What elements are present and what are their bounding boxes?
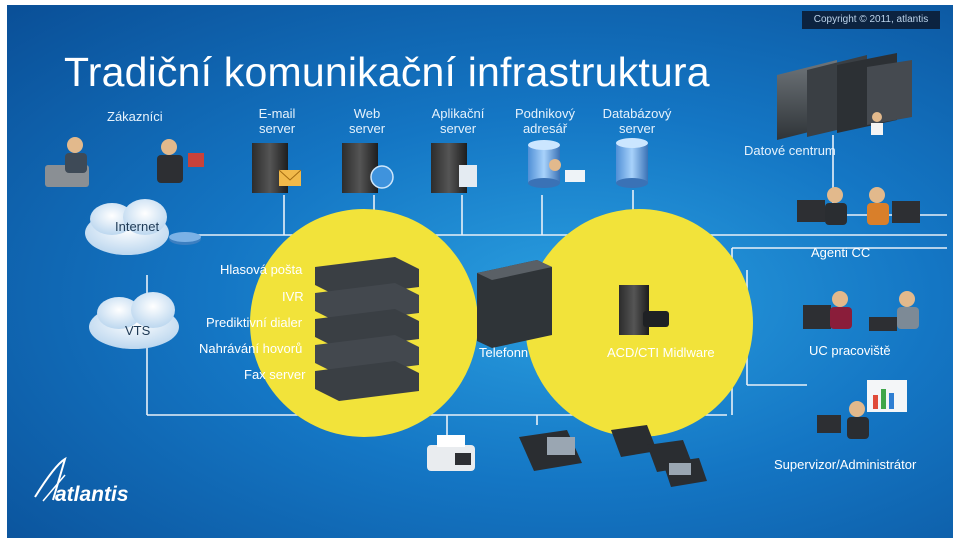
fax-icon (427, 435, 475, 471)
pbx-label: Telefonní ústředna (479, 345, 529, 360)
dialer-label: Prediktivní dialer (206, 315, 303, 330)
datacenter-racks-icon (777, 53, 912, 140)
uc-label: UC pracoviště (809, 343, 891, 358)
acd-server-icon (619, 285, 669, 335)
web-server-icon (342, 143, 394, 193)
slide: Copyright © 2011, atlantis Tradiční komu… (7, 5, 953, 538)
internet-cloud-icon (85, 199, 201, 255)
email-server-icon (252, 143, 302, 193)
uc-workplaces-icon (803, 291, 919, 331)
agents-icon (797, 187, 920, 225)
vts-label: VTS (125, 323, 151, 338)
desk-phone-icon (519, 430, 582, 471)
datacenter-label: Datové centrum (744, 143, 836, 158)
page-title: Tradiční komunikační infrastruktura (64, 49, 710, 95)
agents-label: Agenti CC (811, 245, 871, 260)
copyright-text: Copyright © 2011, atlantis (802, 11, 940, 29)
database-icon (616, 138, 648, 188)
voicemail-label: Hlasová pošta (220, 262, 303, 277)
fax-server-label: Fax server (244, 367, 306, 382)
internet-label: Internet (115, 219, 160, 234)
ivr-label: IVR (282, 289, 304, 304)
rack-stack-icon (315, 257, 419, 401)
directory-db-icon (528, 140, 585, 188)
customers-label: Zákazníci (107, 109, 163, 124)
supervisor-icon (817, 380, 907, 439)
customer-person-laptop-icon (45, 137, 89, 187)
customer-person-phone-icon (157, 139, 204, 183)
atlantis-logo-text: atlantis (55, 483, 129, 506)
supervisor-label: Supervizor/Administrátor (774, 457, 917, 472)
recording-label: Nahrávání hovorů (199, 341, 303, 356)
app-server-icon (431, 143, 477, 193)
pbx-icon (477, 260, 552, 348)
ip-phones-icon (611, 425, 707, 487)
diagram-canvas (34, 53, 947, 502)
atlantis-logo-icon (34, 456, 67, 502)
line-datacenter (832, 135, 947, 216)
acd-label: ACD/CTI Midlware (607, 345, 715, 360)
vts-cloud-icon (89, 292, 179, 349)
